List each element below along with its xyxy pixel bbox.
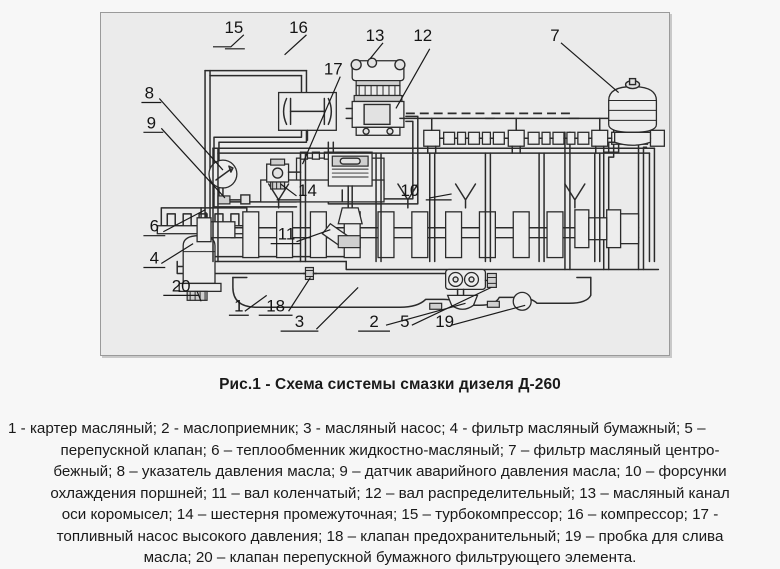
compressor-16 bbox=[345, 57, 406, 136]
legend-line-3: бежный; 8 – указатель давления масла; 9 … bbox=[53, 463, 727, 481]
oil-pan-1 bbox=[232, 276, 592, 309]
idler-gear-14 bbox=[266, 158, 302, 190]
paper-filter-4 bbox=[178, 235, 222, 293]
callout-14: 14 bbox=[298, 181, 317, 200]
callout-8: 8 bbox=[145, 84, 154, 103]
callout-18: 18 bbox=[266, 296, 285, 315]
callout-leaders bbox=[141, 34, 620, 332]
callout-12: 12 bbox=[413, 26, 432, 45]
callout-9: 9 bbox=[147, 113, 156, 132]
relief-valve-5 bbox=[484, 272, 497, 288]
callout-7: 7 bbox=[550, 26, 559, 45]
crankshaft-11 bbox=[196, 209, 640, 259]
callout-6: 6 bbox=[150, 217, 159, 236]
callout-1: 1 bbox=[234, 296, 243, 315]
pressure-sensor-9 bbox=[217, 194, 251, 205]
callout-5: 5 bbox=[400, 312, 409, 331]
piston-assembly bbox=[321, 151, 373, 249]
callout-16: 16 bbox=[289, 18, 308, 37]
lubrication-system-diagram: .ln{fill:none;stroke:#2b2b2b;stroke-widt… bbox=[141, 18, 666, 332]
figure-title: Рис.1 - Схема системы смазки дизеля Д-26… bbox=[219, 376, 561, 393]
legend-line-5: оси коромысел; 14 – шестерня промежуточн… bbox=[61, 506, 719, 524]
legend-line-2: перепускной клапан; 6 – теплообменник жи… bbox=[60, 441, 720, 459]
oil-pump-3 bbox=[444, 268, 487, 291]
callout-11: 11 bbox=[278, 225, 296, 244]
legend-line-6: топливный насос высокого давления; 18 – … bbox=[56, 527, 724, 545]
callout-numbers: 15 16 13 12 7 17 8 9 14 10 6 11 4 20 1 1… bbox=[145, 18, 560, 331]
callout-15: 15 bbox=[224, 18, 243, 37]
turbocharger-15 bbox=[277, 91, 337, 142]
legend-line-4: охлаждения поршней; 11 – вал коленчатый;… bbox=[50, 484, 730, 502]
centrifugal-filter-7 bbox=[607, 77, 658, 153]
callout-19: 19 bbox=[435, 312, 454, 331]
callout-20: 20 bbox=[172, 276, 191, 295]
callout-2: 2 bbox=[369, 312, 378, 331]
callout-13: 13 bbox=[366, 26, 385, 45]
legend-line-7: масла; 20 – клапан перепускной бумажного… bbox=[143, 549, 637, 567]
drain-plug-19 bbox=[512, 291, 532, 311]
figure-frame: .ln{fill:none;stroke:#2b2b2b;stroke-widt… bbox=[100, 12, 670, 356]
legend-line-1: 1 - картер масляный; 2 - маслоприемник; … bbox=[8, 420, 706, 437]
callout-17: 17 bbox=[324, 60, 343, 79]
callout-3: 3 bbox=[295, 312, 304, 331]
figure-legend: 1 - картер масляный; 2 - маслоприемник; … bbox=[8, 418, 772, 569]
cylinder-block bbox=[212, 145, 656, 263]
callout-10: 10 bbox=[400, 181, 419, 200]
callout-4: 4 bbox=[150, 249, 159, 268]
